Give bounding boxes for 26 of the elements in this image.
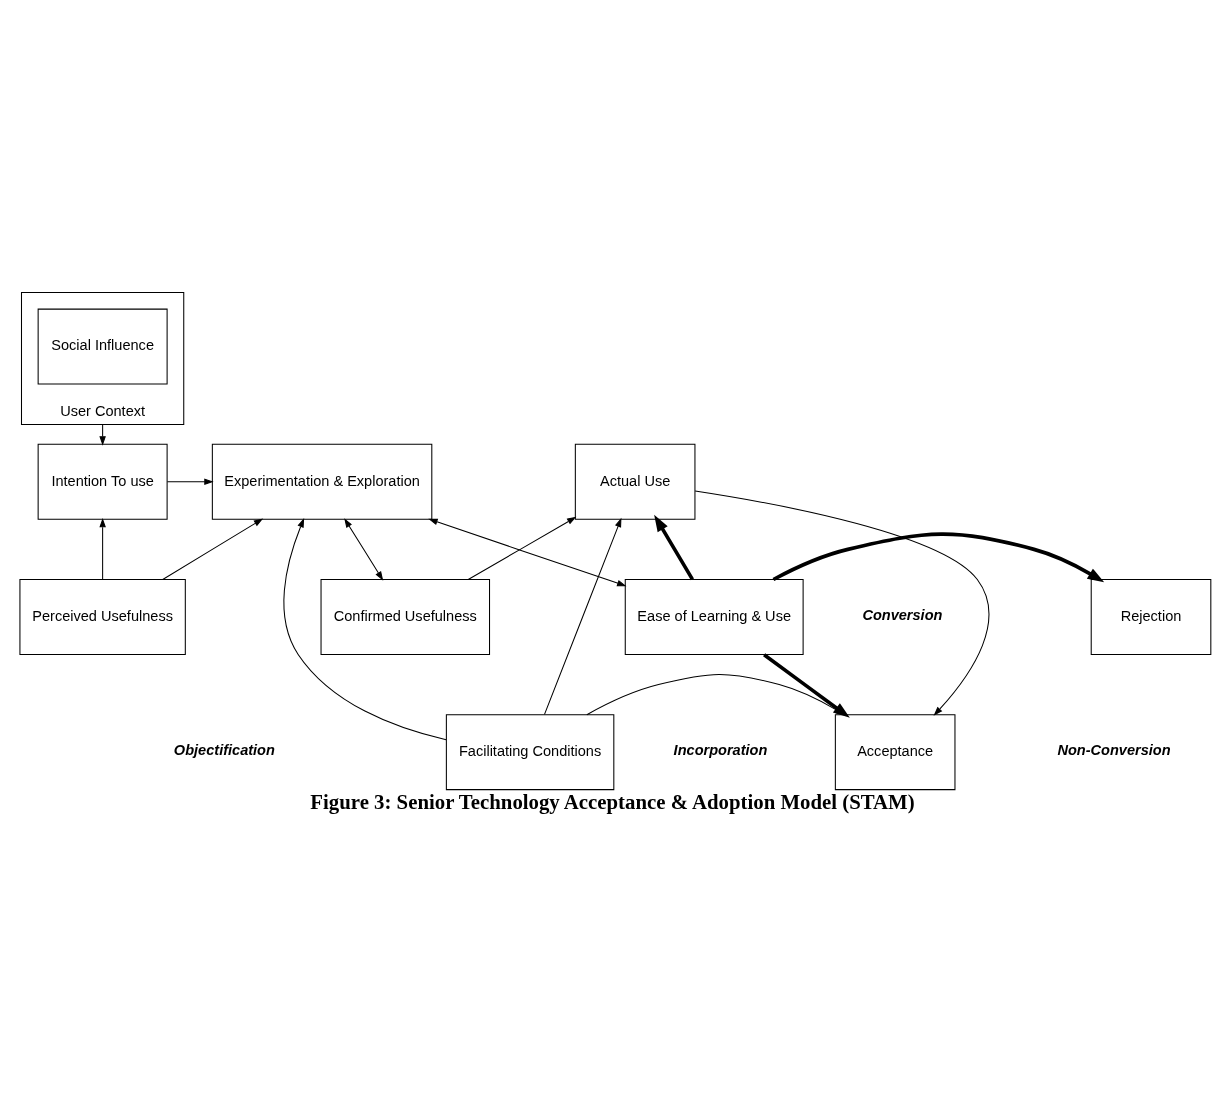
arrow xyxy=(99,517,106,580)
arrow xyxy=(283,517,447,740)
node-box: Social Influence xyxy=(37,308,168,385)
arrow xyxy=(772,531,1105,582)
label: Objectification xyxy=(173,741,275,758)
node-box: Confirmed Usefulness xyxy=(320,578,491,655)
label: Conversion xyxy=(862,606,943,623)
arrow xyxy=(162,518,264,580)
arrow xyxy=(99,423,106,446)
node-box: Actual Use xyxy=(574,443,696,520)
node-box: Perceived Usefulness xyxy=(19,578,186,655)
arrow xyxy=(428,518,627,586)
node-box: Experimentation & Exploration xyxy=(211,443,433,520)
node-box: Rejection xyxy=(1090,578,1212,655)
node-box: Ease of Learning & Use xyxy=(624,578,804,655)
label: Incorporation xyxy=(673,741,768,758)
label: Non-Conversion xyxy=(1057,741,1171,758)
node-box: Facilitating Conditions xyxy=(445,713,615,790)
node-box: Intention To use xyxy=(37,443,168,520)
arrow xyxy=(344,517,384,581)
arrow xyxy=(467,516,577,580)
arrow xyxy=(654,514,694,580)
node-box: Acceptance xyxy=(834,713,956,790)
arrow xyxy=(166,478,214,485)
arrow xyxy=(544,517,622,715)
caption: Figure 3: Senior Technology Acceptance & Adoption Model (STAM) xyxy=(310,789,915,813)
